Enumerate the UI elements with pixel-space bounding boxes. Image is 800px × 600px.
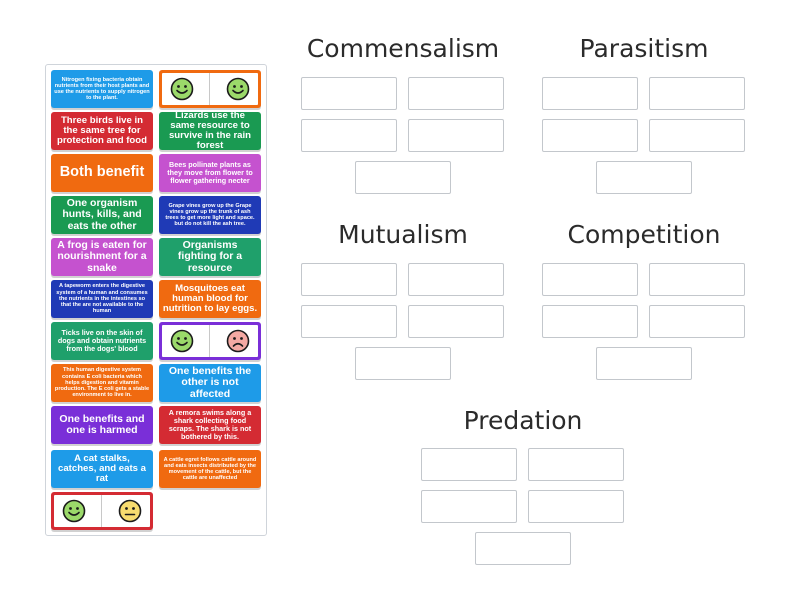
drop-slot-commensalism-5[interactable] (355, 161, 451, 194)
card-tapeworm[interactable]: A tapeworm enters the digestive system o… (51, 280, 153, 318)
card-grape-vines[interactable]: Grape vines grow up the Grape vines grow… (159, 196, 261, 234)
drop-slot-predation-3[interactable] (421, 490, 517, 523)
drop-slot-competition-4[interactable] (649, 305, 745, 338)
card-frog[interactable]: A frog is eaten for nourishment for a sn… (51, 238, 153, 276)
card-mosquitoes[interactable]: Mosquitoes eat human blood for nutrition… (159, 280, 261, 318)
category-title-competition: Competition (567, 220, 721, 249)
card-cattle-egret[interactable]: A cattle egret follows cattle around and… (159, 450, 261, 488)
card-one-benefits-harmed[interactable]: One benefits and one is harmed (51, 406, 153, 444)
sad-face-icon (226, 329, 250, 353)
card-ecoli[interactable]: This human digestive system contains E c… (51, 364, 153, 402)
emoji-divider (101, 495, 103, 527)
card-emoji-happy-sad[interactable] (159, 322, 261, 360)
drop-slot-commensalism-1[interactable] (301, 77, 397, 110)
card-both-benefit[interactable]: Both benefit (51, 154, 153, 192)
drop-slot-parasitism-4[interactable] (649, 119, 745, 152)
happy-face-icon (226, 77, 250, 101)
drop-slot-commensalism-3[interactable] (301, 119, 397, 152)
category-title-mutualism: Mutualism (338, 220, 468, 249)
drop-slot-competition-2[interactable] (649, 263, 745, 296)
card-emoji-happy-happy[interactable] (159, 70, 261, 108)
drop-slot-competition-5[interactable] (596, 347, 692, 380)
drop-slot-mutualism-3[interactable] (301, 305, 397, 338)
drop-slot-predation-2[interactable] (528, 448, 624, 481)
drop-slot-parasitism-1[interactable] (542, 77, 638, 110)
drop-slot-parasitism-5[interactable] (596, 161, 692, 194)
emoji-pair (54, 495, 150, 527)
card-three-birds[interactable]: Three birds live in the same tree for pr… (51, 112, 153, 150)
drop-slot-competition-1[interactable] (542, 263, 638, 296)
category-title-commensalism: Commensalism (306, 34, 500, 63)
emoji-pair (162, 73, 258, 105)
drop-slot-parasitism-2[interactable] (649, 77, 745, 110)
emoji-divider (209, 325, 211, 357)
drop-slot-competition-3[interactable] (542, 305, 638, 338)
emoji-pair (162, 325, 258, 357)
drop-slot-mutualism-4[interactable] (408, 305, 504, 338)
neutral-face-icon (118, 499, 142, 523)
drop-slot-parasitism-3[interactable] (542, 119, 638, 152)
drop-slot-mutualism-2[interactable] (408, 263, 504, 296)
drop-slot-commensalism-2[interactable] (408, 77, 504, 110)
emoji-divider (209, 73, 211, 105)
card-hunts-kills[interactable]: One organism hunts, kills, and eats the … (51, 196, 153, 234)
card-ticks[interactable]: Ticks live on the skin of dogs and obtai… (51, 322, 153, 360)
card-organisms-fighting[interactable]: Organisms fighting for a resource (159, 238, 261, 276)
card-nitrogen-bacteria[interactable]: Nitrogen fixing bacteria obtain nutrient… (51, 70, 153, 108)
category-title-parasitism: Parasitism (579, 34, 709, 63)
card-emoji-happy-neutral[interactable] (51, 492, 153, 530)
drop-slot-commensalism-4[interactable] (408, 119, 504, 152)
card-cat-stalks[interactable]: A cat stalks, catches, and eats a rat (51, 450, 153, 488)
happy-face-icon (170, 77, 194, 101)
card-remora[interactable]: A remora swims along a shark collecting … (159, 406, 261, 444)
drop-slot-predation-4[interactable] (528, 490, 624, 523)
drop-slot-predation-5[interactable] (475, 532, 571, 565)
drop-slot-mutualism-5[interactable] (355, 347, 451, 380)
card-bees[interactable]: Bees pollinate plants as they move from … (159, 154, 261, 192)
category-title-predation: Predation (463, 406, 583, 435)
card-one-benefits-not-affected[interactable]: One benefits the other is not affected (159, 364, 261, 402)
happy-face-icon (62, 499, 86, 523)
card-bank: Nitrogen fixing bacteria obtain nutrient… (45, 64, 267, 536)
drop-slot-predation-1[interactable] (421, 448, 517, 481)
card-lizards[interactable]: Lizards use the same resource to survive… (159, 112, 261, 150)
drop-slot-mutualism-1[interactable] (301, 263, 397, 296)
happy-face-icon (170, 329, 194, 353)
